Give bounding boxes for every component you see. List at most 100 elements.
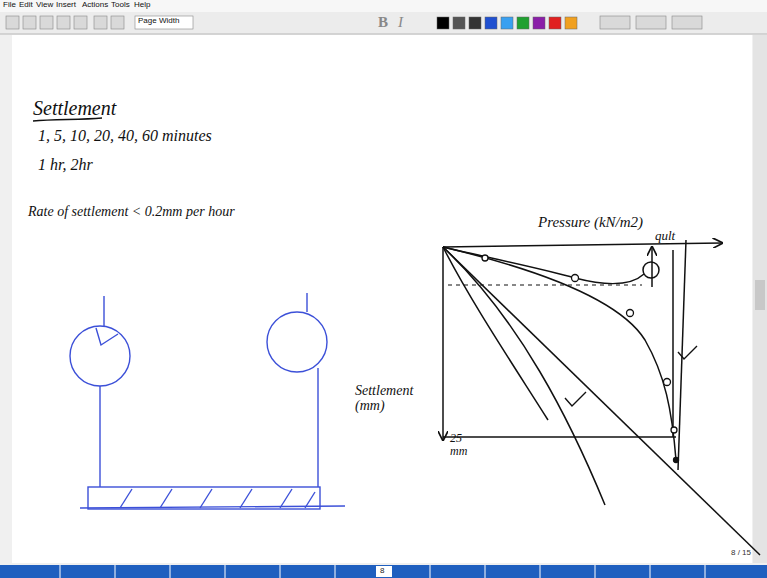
- color-swatches: [437, 17, 577, 29]
- drawn-stroke: [664, 379, 671, 386]
- menu-bar: [0, 0, 767, 12]
- drawn-stroke: [517, 17, 529, 29]
- drawn-stroke: [94, 16, 107, 29]
- drawn-stroke: [317, 368, 318, 487]
- drawn-stroke: [99, 386, 100, 487]
- status-ticks: [60, 565, 705, 578]
- drawn-stroke: [40, 16, 53, 29]
- drawn-stroke: [643, 262, 659, 278]
- drawn-stroke: [650, 565, 651, 578]
- drawn-stroke: [533, 17, 545, 29]
- check-mark: [565, 392, 586, 406]
- drawn-stroke: [600, 16, 630, 29]
- dial-gauge: [70, 326, 130, 386]
- drawn-stroke: [306, 293, 307, 312]
- drawn-stroke: [565, 17, 577, 29]
- drawn-stroke: [280, 489, 292, 508]
- drawn-stroke: [672, 16, 702, 29]
- status-bar: [0, 565, 767, 578]
- drawn-stroke: [627, 310, 634, 317]
- drawn-stroke: [674, 458, 679, 463]
- drawn-stroke: [549, 17, 561, 29]
- curve: [443, 247, 605, 505]
- note-line: 1 hr, 2hr: [38, 156, 93, 174]
- tool-bar: [0, 12, 767, 34]
- axis-label: Pressure (kN/m2): [538, 214, 643, 231]
- menu-item: View: [36, 1, 53, 10]
- drawn-stroke: [482, 255, 488, 261]
- curve: [443, 247, 676, 460]
- drawn-stroke: [636, 16, 666, 29]
- drawn-stroke: [671, 427, 677, 433]
- drawn-stroke: [0, 34, 767, 35]
- drawn-stroke: [111, 16, 124, 29]
- drawn-stroke: [755, 280, 765, 310]
- drawn-stroke: [120, 489, 132, 508]
- menu-item: File: [3, 1, 16, 10]
- drawn-stroke: [453, 17, 465, 29]
- drawn-stroke: [305, 492, 315, 508]
- drawn-stroke: [280, 565, 281, 578]
- menu-item: Help: [134, 1, 150, 10]
- page-tab: 8: [380, 567, 384, 576]
- note-line: 1, 5, 10, 20, 40, 60 minutes: [38, 127, 212, 145]
- drawn-stroke: [6, 16, 19, 29]
- scroll-bar: [753, 35, 767, 563]
- drawn-stroke: [170, 565, 171, 578]
- toolbar-icons: [6, 16, 702, 29]
- data-points: [482, 255, 679, 463]
- drawn-stroke: [60, 565, 61, 578]
- drawn-stroke: [572, 275, 579, 282]
- menu-item: Tools: [111, 1, 130, 10]
- dial-gauge: [267, 312, 327, 372]
- drawn-stroke: [651, 247, 653, 287]
- note-line: Rate of settlement < 0.2mm per hour: [28, 204, 235, 219]
- menu-item: Actions: [82, 1, 108, 10]
- zoom-box: Page Width: [138, 17, 179, 26]
- drawn-stroke: [103, 296, 104, 326]
- bold-button: B: [378, 14, 388, 31]
- drawn-stroke: [448, 284, 642, 285]
- pressure-axis: [443, 243, 722, 247]
- drawn-stroke: [135, 16, 193, 29]
- load-settlement-plot: [443, 240, 760, 555]
- drawn-stroke: [74, 16, 87, 29]
- drawn-stroke: [678, 240, 686, 470]
- drawn-stroke: [595, 565, 596, 578]
- page-sheet: [12, 35, 752, 563]
- plate-load-setup: [70, 293, 345, 509]
- axis-label: qult: [655, 229, 675, 243]
- drawn-stroke: [376, 566, 392, 577]
- drawn-stroke: [225, 565, 226, 578]
- drawn-stroke: [335, 565, 336, 578]
- menu-item: Insert: [56, 1, 76, 10]
- menu-item: Edit: [19, 1, 33, 10]
- drawn-stroke: [115, 565, 116, 578]
- settlement-axis: [442, 247, 444, 440]
- drawn-stroke: [540, 565, 541, 578]
- drawn-stroke: [443, 247, 760, 555]
- drawn-stroke: [443, 436, 676, 438]
- drawn-stroke: [200, 489, 212, 508]
- drawn-stroke: [485, 17, 497, 29]
- drawn-stroke: [672, 250, 674, 437]
- drawn-stroke: [437, 17, 449, 29]
- dimension-label: 25 mm: [450, 432, 476, 458]
- check-mark: [678, 346, 697, 359]
- drawn-stroke: [57, 16, 70, 29]
- drawn-stroke: [501, 17, 513, 29]
- drawn-stroke: [469, 17, 481, 29]
- drawn-stroke: [160, 489, 172, 508]
- drawn-stroke: [430, 565, 431, 578]
- axis-label: Settlement (mm): [355, 383, 427, 414]
- drawn-stroke: [485, 565, 486, 578]
- drawn-stroke: [240, 489, 252, 508]
- italic-button: I: [398, 14, 403, 31]
- drawn-stroke: [96, 328, 118, 345]
- drawn-stroke: [705, 565, 706, 578]
- drawn-stroke: [23, 16, 36, 29]
- heading: Settlement: [33, 97, 116, 119]
